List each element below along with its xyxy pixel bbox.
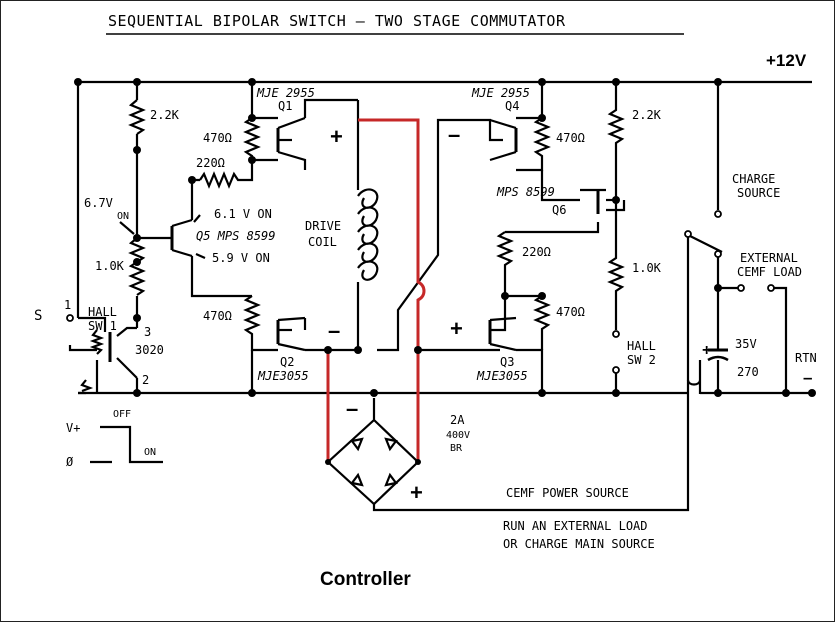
diagram-title: SEQUENTIAL BIPOLAR SWITCH – TWO STAGE CO… <box>108 12 566 30</box>
timing-vplus-label: V+ <box>66 421 80 435</box>
supply-positive-label: +12V <box>766 51 807 70</box>
q6-part-label: MPS 8599 <box>496 185 555 199</box>
coil-polarity-left-plus: + <box>330 124 343 149</box>
timing-diagram: V+ Ø OFF ON <box>66 409 163 469</box>
hall2-label-line1: HALL <box>627 339 656 353</box>
capacitor-voltage-label: 35V <box>735 337 757 351</box>
resistor-mid-right-label: 1.0K <box>632 261 662 275</box>
supply-return-label: RTN <box>795 351 817 365</box>
q4-part-label: MJE 2955 <box>471 86 530 100</box>
hall1-label-line1: HALL <box>88 305 117 319</box>
coil-polarity-right-plus: + <box>450 316 463 341</box>
return-minus-sign: – <box>803 368 812 387</box>
resistor-q2-be-label: 470Ω <box>203 309 232 323</box>
hall1-part-label: 3020 <box>135 343 164 357</box>
q3-part-label: MJE3055 <box>476 369 528 383</box>
hall1-pin2-label: 2 <box>142 373 149 387</box>
external-load-line1: EXTERNAL <box>740 251 798 265</box>
charge-source-line2: SOURCE <box>737 186 780 200</box>
voltage-on-label: ON <box>117 211 129 222</box>
timing-on-label: ON <box>144 447 156 458</box>
capacitor-plus-sign: + <box>702 342 711 359</box>
timing-zero-label: Ø <box>66 455 74 469</box>
coil-highlight-wire <box>326 118 426 462</box>
q4-ref-label: Q4 <box>505 99 519 113</box>
external-load-line2: CEMF LOAD <box>737 265 802 279</box>
coil-polarity-right-minus: – <box>448 122 460 147</box>
hall1-pin3-label: 3 <box>144 325 151 339</box>
resistor-top-right-label: 2.2K <box>632 108 662 122</box>
resistor-q4-be-label: 470Ω <box>556 131 585 145</box>
q1-part-label: MJE 2955 <box>256 86 315 100</box>
coil-polarity-left-minus: – <box>328 318 340 343</box>
junction-dots <box>74 78 816 465</box>
cemf-power-source-label: CEMF POWER SOURCE <box>506 486 629 500</box>
q2-ref-label: Q2 <box>280 355 294 369</box>
bridge-minus-sign: – <box>346 396 358 421</box>
note-line1: RUN AN EXTERNAL LOAD <box>503 519 648 533</box>
resistor-mid-left-label: 1.0K <box>95 259 125 273</box>
q3-ref-label: Q3 <box>500 355 514 369</box>
voltage-6-1-label: 6.1 V ON <box>214 207 272 221</box>
q6-ref-label: Q6 <box>552 203 566 217</box>
voltage-6-7-label: 6.7V <box>84 196 113 210</box>
capacitor-value-label: 270 <box>737 365 759 379</box>
bridge-plus-sign: + <box>410 480 423 505</box>
q5-label: Q5 MPS 8599 <box>196 229 275 243</box>
voltage-arrows <box>119 214 206 260</box>
coil-label-line2: COIL <box>308 235 337 249</box>
charge-source-line1: CHARGE <box>732 172 775 186</box>
timing-off-label: OFF <box>113 409 131 420</box>
wiring <box>66 80 812 395</box>
hall2-label-line2: SW 2 <box>627 353 656 367</box>
coil-label-line1: DRIVE <box>305 219 341 233</box>
hall1-label-line2: SW 1 <box>88 319 117 333</box>
resistor-q3-be-label: 470Ω <box>556 305 585 319</box>
controller-caption: Controller <box>320 569 411 590</box>
resistor-q3-base-label: 220Ω <box>522 245 551 259</box>
bridge-label-line1: 2A <box>450 413 465 427</box>
resistor-top-left-label: 2.2K <box>150 108 180 122</box>
q1-ref-label: Q1 <box>278 99 292 113</box>
resistor-q1-be-label: 470Ω <box>203 131 232 145</box>
hall1-pin1-label: 1 <box>64 298 71 312</box>
note-line2: OR CHARGE MAIN SOURCE <box>503 537 655 551</box>
resistor-q1-base-label: 220Ω <box>196 156 225 170</box>
bridge-rectifier <box>326 380 690 512</box>
q2-part-label: MJE3055 <box>257 369 309 383</box>
bridge-label-line3: BR <box>450 443 463 454</box>
hall1-s-label: S <box>34 308 42 324</box>
voltage-5-9-label: 5.9 V ON <box>212 251 270 265</box>
transistor-symbols <box>170 116 600 352</box>
bridge-label-line2: 400V <box>446 430 470 441</box>
